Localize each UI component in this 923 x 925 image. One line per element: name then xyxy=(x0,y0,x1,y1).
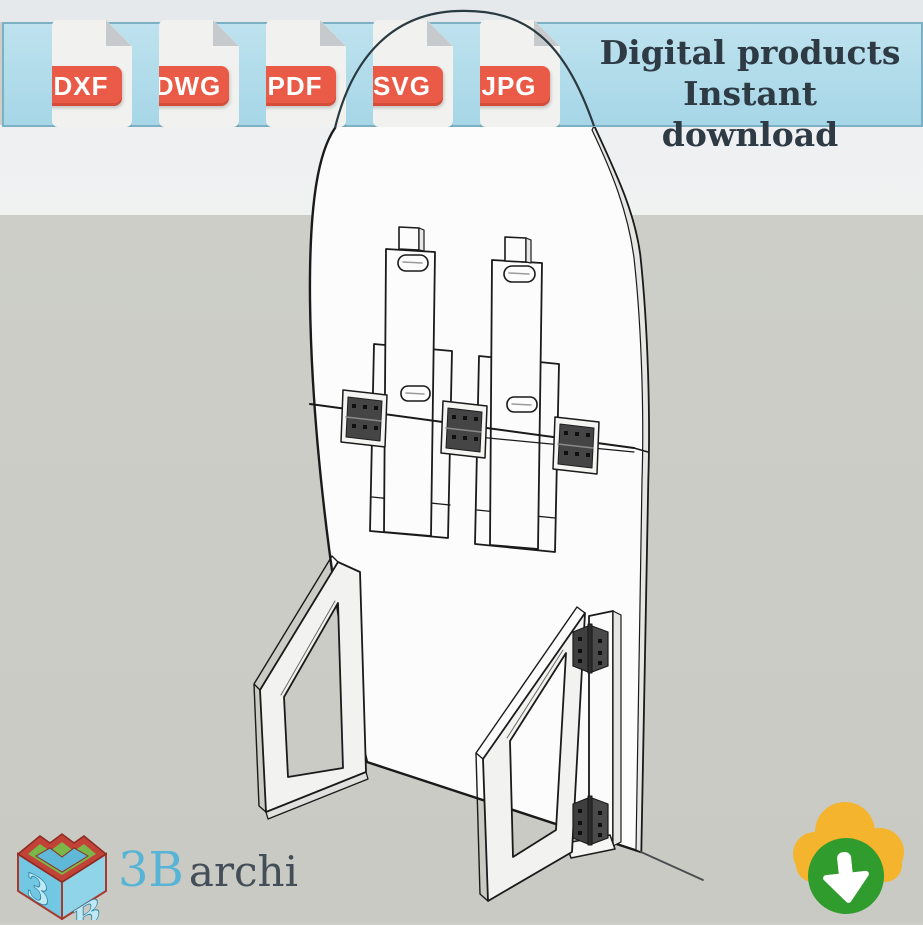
banner-title-line2: Instant download xyxy=(661,74,839,154)
banner-title: Digital products Instant download xyxy=(595,32,905,155)
page-fold-icon xyxy=(106,20,132,46)
cloud-download-icon[interactable] xyxy=(788,792,918,920)
format-badge-dxf[interactable]: DXF xyxy=(52,66,122,106)
panel-side-face xyxy=(591,125,650,853)
logo-text: 3B archi xyxy=(118,842,298,898)
page-fold-icon xyxy=(213,20,239,46)
logo-cube-icon: 3 B xyxy=(16,833,108,920)
file-page: DWG xyxy=(159,20,239,127)
right-foot xyxy=(475,606,586,902)
fold-hinge-middle xyxy=(440,400,488,459)
page-fold-icon xyxy=(320,20,346,46)
left-foot xyxy=(253,555,369,820)
page-fold-icon xyxy=(427,20,453,46)
format-badge-pdf[interactable]: PDF xyxy=(266,66,336,106)
right-leg xyxy=(474,236,560,553)
download-widget xyxy=(788,792,918,920)
file-page: SVG xyxy=(373,20,453,127)
brand-logo: 3 B 3B archi xyxy=(12,820,298,920)
edge-hinge-top xyxy=(572,623,609,674)
format-badge-svg[interactable]: SVG xyxy=(373,66,443,106)
logo-text-3b: 3B xyxy=(118,842,184,898)
file-page: JPG xyxy=(480,20,560,127)
fold-hinge-right xyxy=(552,416,600,475)
top-strip xyxy=(0,0,923,22)
file-page: DXF xyxy=(52,20,132,127)
logo-text-archi: archi xyxy=(188,847,299,896)
svg-text:3: 3 xyxy=(26,863,50,918)
format-badge-jpg[interactable]: JPG xyxy=(480,66,550,106)
banner-title-line1: Digital products xyxy=(599,33,901,72)
file-page: PDF xyxy=(266,20,346,127)
fold-hinge-left xyxy=(340,389,388,448)
page-fold-icon xyxy=(534,20,560,46)
formats-banner: DXF DWG PDF SVG JPG Digital products Ins… xyxy=(2,20,923,154)
download-button[interactable] xyxy=(804,834,888,918)
format-badge-dwg[interactable]: DWG xyxy=(159,66,229,106)
edge-hinge-bottom xyxy=(572,795,609,846)
left-leg xyxy=(369,226,453,539)
